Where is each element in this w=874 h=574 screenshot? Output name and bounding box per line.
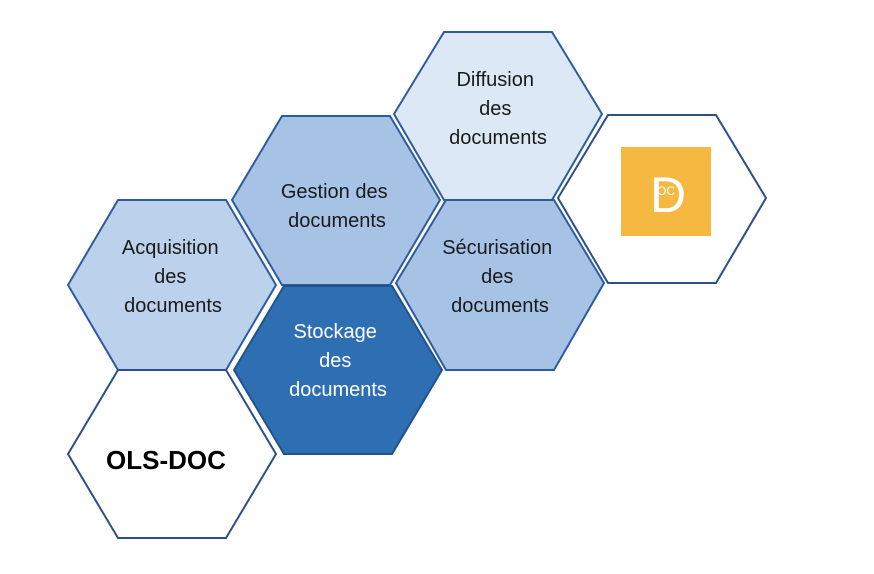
hex-securisation-line-3: documents: [451, 295, 549, 317]
svg-text:Acquisition des do: Acquisition des documents: [122, 237, 224, 317]
svg-text:Gestion des documents: Gestion des documents: [281, 181, 393, 232]
svg-text:Sécurisation des d: Sécurisation des documents: [442, 237, 558, 317]
doc-logo: D OC: [621, 147, 711, 236]
hex-stockage-shape: [232, 285, 444, 455]
hex-stockage-line-2: des: [319, 350, 351, 372]
hex-diffusion-shape: [392, 31, 604, 201]
hex-gestion-shape: [230, 115, 442, 286]
hex-securisation-shape: [394, 199, 606, 371]
hex-securisation-line-2: des: [481, 266, 513, 288]
hex-gestion-line-1: Gestion des: [281, 181, 388, 203]
doc-logo-background: [621, 147, 711, 236]
hex-acquisition-line-2: des: [154, 266, 186, 288]
hex-ols-doc-shape: [66, 369, 278, 539]
svg-text:Diffusion des docu: Diffusion des documents: [449, 69, 547, 149]
hex-acquisition-line-3: documents: [124, 295, 222, 317]
hex-diffusion-line-2: des: [479, 98, 511, 120]
hex-acquisition: Acquisition des documents: [66, 199, 278, 371]
hex-diffusion-line-3: documents: [449, 127, 547, 149]
doc-logo-letters-oc: OC: [657, 184, 675, 198]
hex-gestion-line-2: documents: [288, 210, 386, 232]
hex-diffusion: Diffusion des documents: [392, 31, 604, 201]
hex-stockage-line-3: documents: [289, 379, 387, 401]
doc-logo-letter-d: D: [650, 167, 686, 223]
hex-securisation-line-1: Sécurisation: [442, 237, 552, 259]
hex-ols-doc-label: OLS-DOC: [106, 445, 226, 475]
hex-ols-doc: OLS-DOC: [66, 369, 278, 539]
hex-acquisition-line-1: Acquisition: [122, 237, 219, 259]
hex-diffusion-line-1: Diffusion: [456, 69, 533, 91]
hex-logo: D OC: [556, 114, 768, 284]
hex-stockage-line-1: Stockage: [294, 321, 377, 343]
hex-securisation: Sécurisation des documents: [394, 199, 606, 371]
hex-stockage: Stockage des documents: [232, 285, 444, 455]
hex-gestion: Gestion des documents: [230, 115, 442, 286]
svg-text:Stockage des docum: Stockage des documents: [289, 321, 387, 401]
